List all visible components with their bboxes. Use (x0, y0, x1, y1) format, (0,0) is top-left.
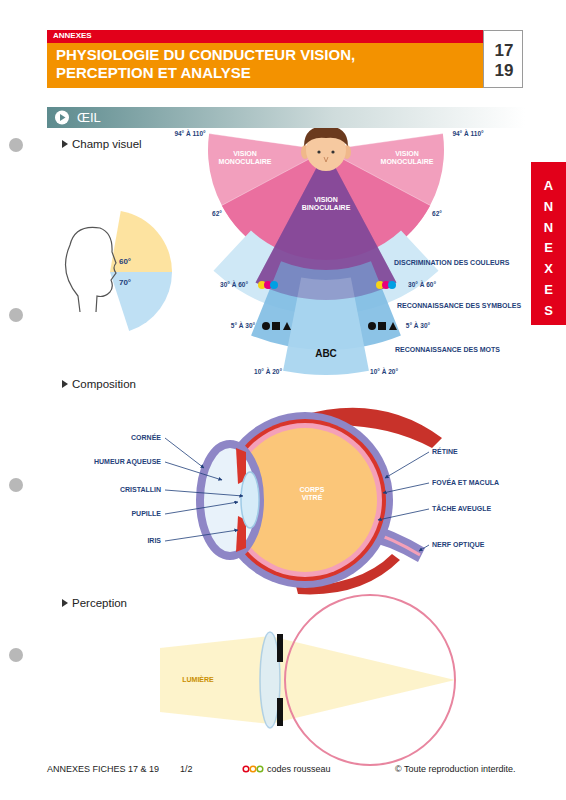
section-heading: Perception (72, 597, 127, 610)
node-text: ANNEXES (53, 31, 92, 40)
zone-label: RECONNAISSANCE DES SYMBOLES (397, 302, 521, 310)
footer-text: 1/2 (180, 764, 193, 774)
angle-label: 5° À 30° (231, 322, 255, 329)
sample-word: ABC (315, 348, 337, 360)
angle-label: 10° À 20° (254, 368, 282, 375)
angle-label: 94° À 110° (452, 130, 483, 137)
footer-text: codes rousseau (267, 764, 331, 774)
section-heading: Champ visuel (72, 138, 142, 151)
part-label: IRIS (147, 537, 161, 545)
sheet-number-box: 17 19 (483, 30, 523, 88)
part-label: PUPILLE (131, 510, 161, 518)
part-label: HUMEUR AQUEUSE (94, 458, 161, 466)
footer-text: © Toute reproduction interdite. (395, 764, 516, 774)
angle-label: 94° À 110° (174, 130, 205, 137)
angle-label: 30° À 60° (220, 281, 248, 288)
part-label: RÉTINE (432, 448, 458, 456)
zone-label: VISION MONOCULAIRE (214, 150, 276, 166)
footer-text: ANNEXES FICHES 17 & 19 (47, 764, 159, 774)
section-heading: Composition (72, 378, 136, 391)
part-label: CRISTALLIN (120, 486, 161, 494)
part-label: FOVÉA ET MACULA (432, 479, 499, 487)
part-label: CORNÉE (131, 434, 161, 442)
angle-label: 70° (119, 278, 131, 287)
play-icon (53, 107, 73, 128)
node-text: 17 19 (492, 41, 516, 80)
light-label: LUMIÈRE (182, 676, 214, 684)
zone-label: VISION BINOCULAIRE (298, 196, 354, 212)
side-tab: ANNEXES (531, 162, 566, 325)
angle-label: 62° (432, 210, 442, 217)
zone-label: VISION MONOCULAIRE (376, 150, 438, 166)
angle-label: 5° À 30° (406, 322, 430, 329)
angle-label: 10° À 20° (370, 368, 398, 375)
zone-label: RECONNAISSANCE DES MOTS (395, 346, 500, 354)
page-title: PHYSIOLOGIE DU CONDUCTEUR VISION, PERCEP… (56, 46, 376, 82)
header-bar: ANNEXES (47, 30, 483, 43)
part-label: NERF OPTIQUE (432, 541, 485, 549)
part-label: TÂCHE AVEUGLE (432, 505, 491, 513)
angle-label: 62° (212, 210, 222, 217)
angle-label: 60° (119, 257, 131, 266)
node-text: ŒIL (77, 110, 101, 125)
zone-label: DISCRIMINATION DES COULEURS (394, 259, 509, 267)
part-label: CORPS VITRÉ (292, 486, 332, 502)
section-band: ŒIL (47, 107, 525, 128)
node-text: ANNEXES (542, 176, 555, 322)
angle-label: 30° À 60° (408, 281, 436, 288)
